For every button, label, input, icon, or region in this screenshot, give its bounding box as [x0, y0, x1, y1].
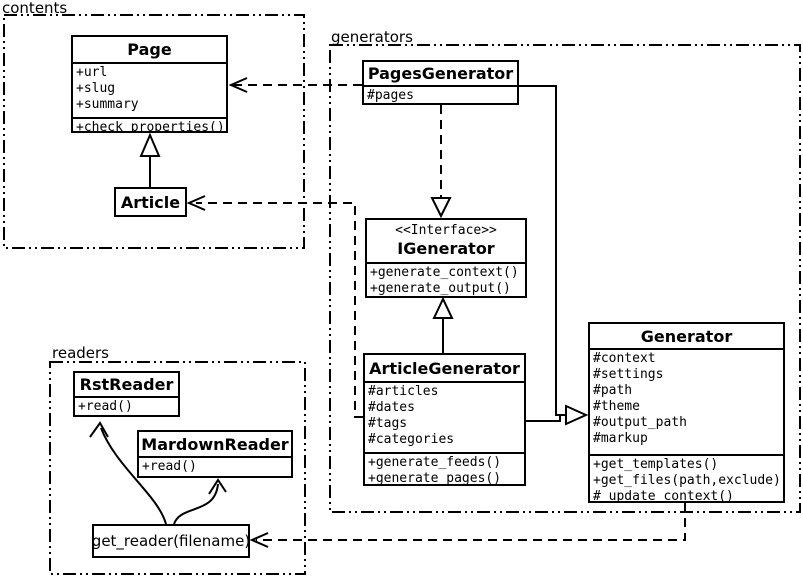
class-generator-methods: +get_templates()+get_files(path,exclude)…	[590, 454, 783, 501]
class-igenerator: <<Interface>> IGenerator +generate_conte…	[365, 218, 527, 298]
class-pagesgenerator-attributes: #pages	[364, 85, 517, 103]
class-pagesgenerator-title: PagesGenerator	[367, 64, 514, 83]
package-readers-border	[49, 361, 306, 575]
package-label-readers: readers	[52, 344, 109, 362]
package-generators-border	[329, 44, 801, 513]
dependency-arrow-getreader	[249, 532, 269, 548]
class-rstreader-title: RstReader	[79, 375, 174, 394]
class-articlegenerator-title: ArticleGenerator	[369, 358, 520, 378]
edge-getreader-to-mardownreader	[173, 483, 219, 525]
arrow-mardownreader	[208, 478, 227, 495]
class-mardownreader-title: MardownReader	[141, 434, 289, 454]
class-pagesgenerator: PagesGenerator #pages	[362, 60, 519, 105]
arrow-rstreader	[89, 421, 109, 438]
class-rstreader: RstReader +read()	[73, 371, 180, 417]
class-generator-title: Generator	[640, 326, 733, 346]
class-generator: Generator #context#settings#path#theme#o…	[588, 322, 785, 503]
edge-getreader-to-rstreader	[100, 427, 167, 525]
dependency-arrow-article	[186, 195, 206, 211]
class-page-attributes: +url+slug+summary	[73, 62, 226, 117]
class-rstreader-methods: +read()	[75, 396, 178, 415]
class-articlegenerator: ArticleGenerator #articles#dates#tags#ca…	[363, 353, 526, 486]
class-page-title: Page	[127, 40, 172, 59]
class-articlegenerator-methods: +generate_feeds()+generate_pages()	[365, 452, 524, 484]
dependency-arrow-page	[228, 77, 248, 93]
class-page-methods: +check_properties()	[73, 117, 226, 131]
class-article: Article	[114, 187, 187, 217]
class-igenerator-title: <<Interface>> IGenerator	[395, 223, 497, 258]
inheritance-arrow-igenerator	[432, 296, 454, 319]
edge-articlegenerator-to-article	[196, 202, 363, 418]
function-get-reader: get_reader(filename)	[92, 524, 250, 558]
package-label-generators: generators	[331, 28, 413, 46]
class-article-title: Article	[120, 192, 181, 212]
edge-pagesgenerator-to-generator	[519, 85, 566, 416]
class-mardownreader: MardownReader +read()	[137, 430, 293, 478]
inheritance-arrow-generator	[565, 404, 589, 426]
realization-arrow-igenerator	[430, 197, 452, 219]
class-page: Page +url+slug+summary +check_properties…	[71, 35, 228, 133]
edge-generator-to-getreader	[256, 503, 686, 541]
class-igenerator-methods: +generate_context()+generate_output()	[367, 262, 525, 296]
class-articlegenerator-attributes: #articles#dates#tags#categories	[365, 381, 524, 452]
inheritance-arrow-page	[139, 132, 161, 157]
package-contents-border	[3, 14, 305, 249]
class-mardownreader-methods: +read()	[139, 456, 291, 476]
class-igenerator-stereotype: <<Interface>>	[395, 223, 497, 238]
package-label-contents: contents	[2, 0, 68, 17]
edge-articlegenerator-to-generator	[526, 416, 561, 422]
class-generator-attributes: #context#settings#path#theme#output_path…	[590, 348, 783, 454]
